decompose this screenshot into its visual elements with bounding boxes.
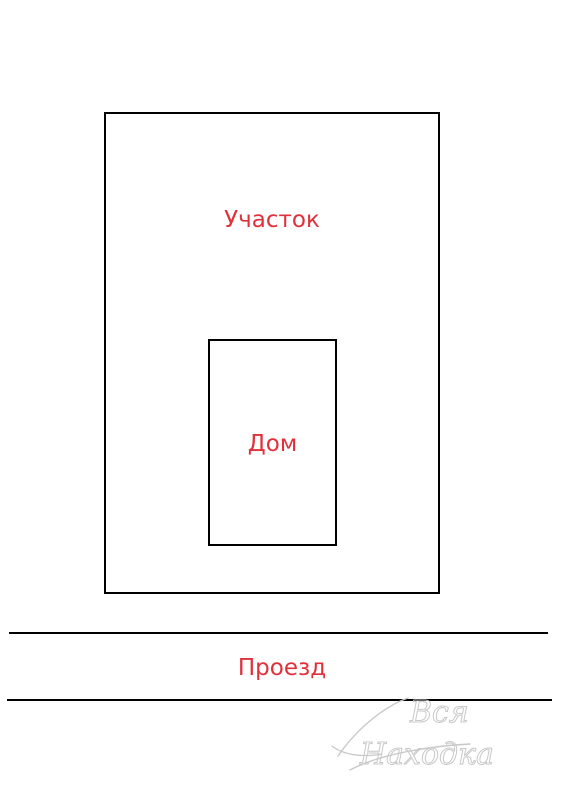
watermark-text-line2: Находка — [359, 737, 494, 772]
road-edge-top — [9, 632, 548, 634]
watermark-swash-1 — [337, 697, 409, 757]
watermark-swash-3 — [331, 745, 383, 757]
plot-outline — [104, 112, 440, 594]
watermark-text-line1: Вся — [409, 695, 469, 730]
house-outline — [208, 339, 337, 546]
road-edge-bottom — [7, 699, 552, 701]
plot-label: Участок — [224, 207, 320, 233]
watermark-logo: Вся Находка — [331, 695, 494, 773]
road-label: Проезд — [237, 655, 327, 681]
watermark-swash-2 — [349, 743, 471, 771]
house-label: Дом — [247, 431, 298, 457]
